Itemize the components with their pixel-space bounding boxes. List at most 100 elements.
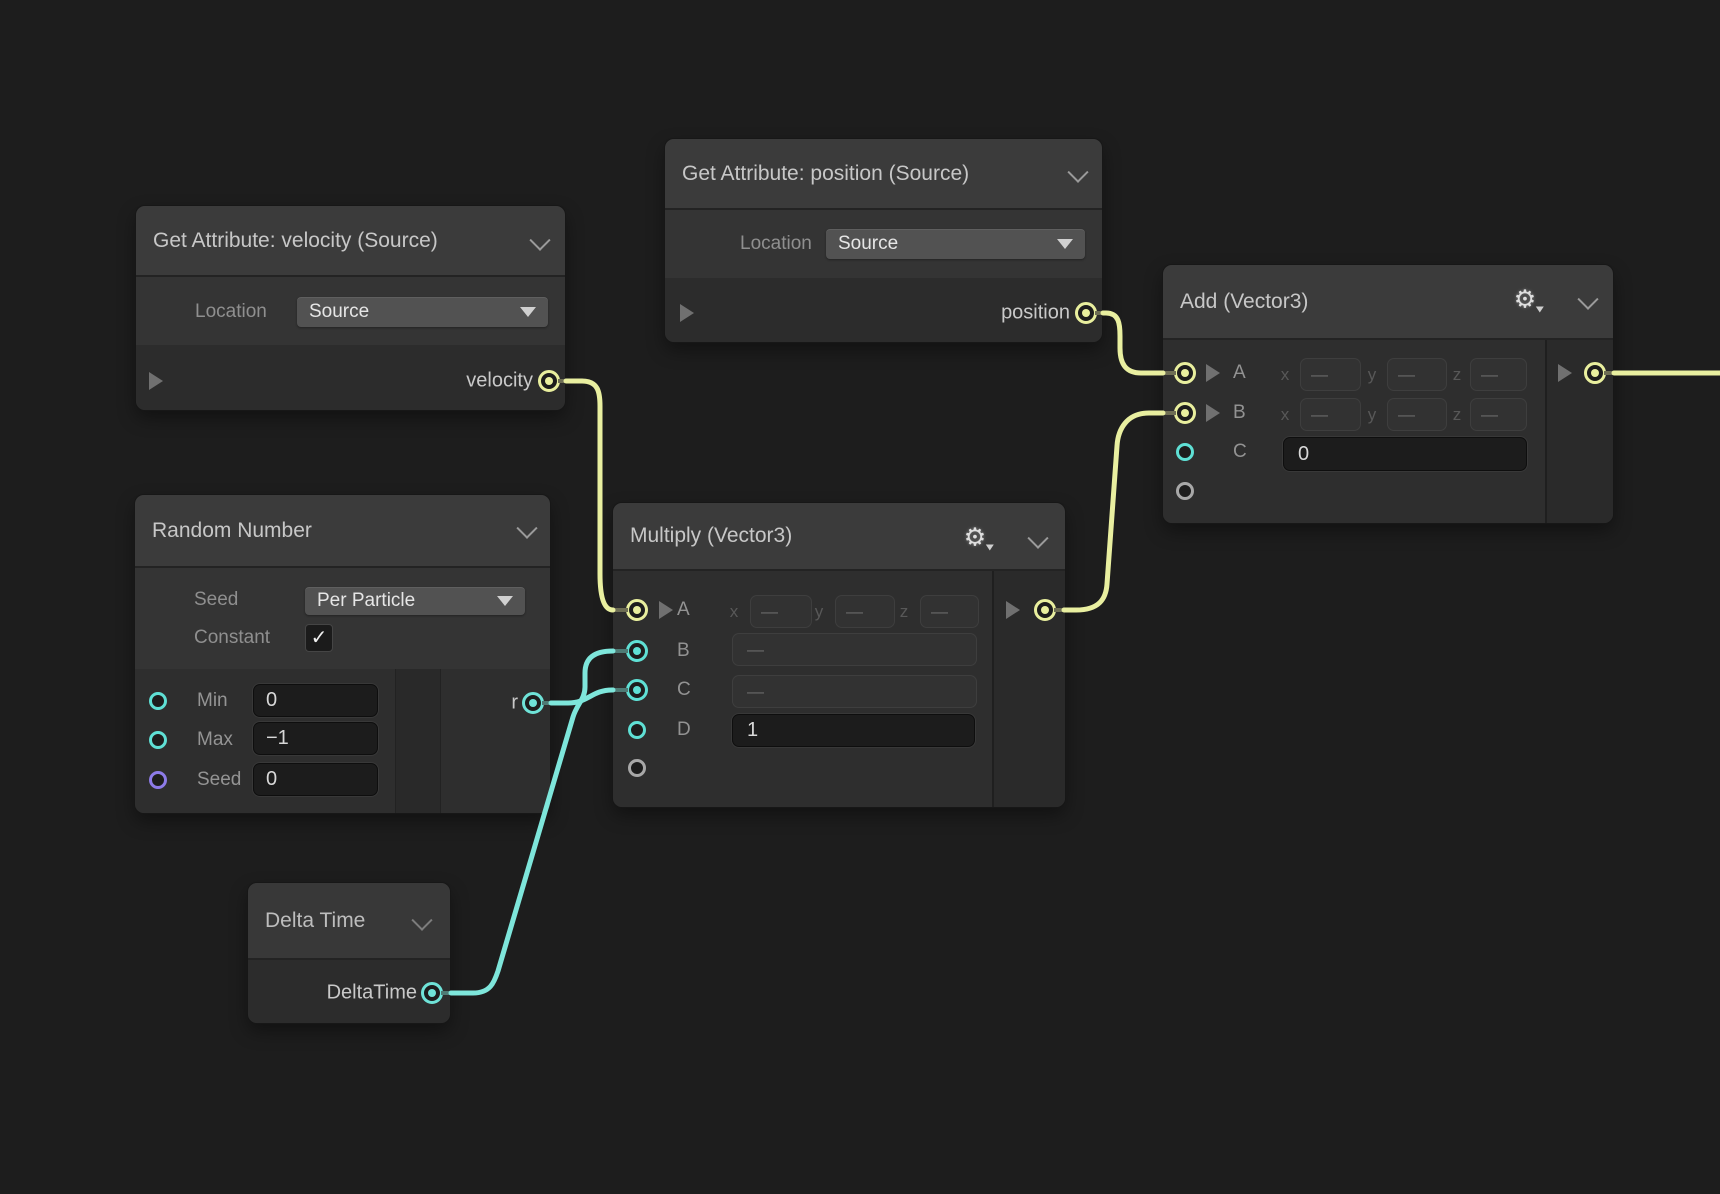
- port-min-input[interactable]: [149, 692, 167, 710]
- port-add-output[interactable]: [1584, 362, 1606, 384]
- node-header[interactable]: Add (Vector3) ⚙: [1163, 265, 1613, 340]
- axis-z-label: z: [1453, 365, 1462, 385]
- output-expand-arrow-icon[interactable]: [1006, 601, 1020, 619]
- port-add-extra-input[interactable]: [1176, 482, 1194, 500]
- port-velocity-output[interactable]: [538, 370, 560, 392]
- axis-x-label: x: [1281, 365, 1290, 385]
- node-header[interactable]: Random Number: [135, 495, 550, 568]
- wire-position-to-add-a[interactable]: [1103, 313, 1163, 373]
- field-dash: —: [747, 682, 764, 702]
- field-dash: —: [1311, 365, 1328, 385]
- node-random-number[interactable]: Random Number Seed Per Particle Constant…: [135, 495, 550, 813]
- axis-x-label: x: [730, 602, 739, 622]
- c-value-field[interactable]: 0: [1283, 437, 1527, 471]
- axis-z-label: z: [900, 602, 909, 622]
- chevron-down-icon[interactable]: [1577, 289, 1598, 310]
- port-multiply-c-input[interactable]: [626, 679, 648, 701]
- node-multiply-vector3[interactable]: Multiply (Vector3) ⚙ A x — y — z — B — C…: [613, 503, 1065, 807]
- port-inner-dot: [1181, 369, 1189, 377]
- wire-velocity-to-multiply-a[interactable]: [566, 381, 613, 610]
- output-expand-arrow-icon[interactable]: [1558, 364, 1572, 382]
- node-add-vector3[interactable]: Add (Vector3) ⚙ A x — y — z — B x — y — …: [1163, 265, 1613, 523]
- vector-y-field: —: [1387, 398, 1447, 431]
- min-label: Min: [197, 690, 228, 712]
- node-get-attribute-velocity[interactable]: Get Attribute: velocity (Source) Locatio…: [136, 206, 565, 410]
- d-value-field[interactable]: 1: [732, 714, 975, 747]
- axis-y-label: y: [1368, 405, 1377, 425]
- port-add-c-input[interactable]: [1176, 443, 1194, 461]
- axis-x-label: x: [1281, 405, 1290, 425]
- node-input-section: A x — y — z — B x — y — z — C 0: [1163, 340, 1613, 523]
- chevron-down-icon[interactable]: [516, 518, 537, 539]
- expand-arrow-icon[interactable]: [1206, 404, 1220, 422]
- chevron-down-icon[interactable]: [529, 230, 550, 251]
- dropdown-arrow-icon: [1057, 239, 1073, 249]
- field-dash: —: [1398, 405, 1415, 425]
- dropdown-arrow-icon: [520, 307, 536, 317]
- port-multiply-output[interactable]: [1034, 599, 1056, 621]
- wire-multiply-out-to-add-b[interactable]: [1064, 413, 1163, 610]
- port-r-output[interactable]: [522, 692, 544, 714]
- port-position-output[interactable]: [1075, 302, 1097, 324]
- node-header[interactable]: Get Attribute: velocity (Source): [136, 206, 565, 277]
- vector-y-field: —: [1387, 358, 1447, 391]
- node-title: Delta Time: [265, 909, 365, 933]
- node-header[interactable]: Delta Time: [248, 883, 450, 960]
- chevron-down-icon[interactable]: [1067, 162, 1088, 183]
- port-seed-input[interactable]: [149, 771, 167, 789]
- node-output-section: velocity: [136, 345, 565, 410]
- port-inner-dot: [529, 699, 537, 707]
- port-multiply-b-input[interactable]: [626, 640, 648, 662]
- dropdown-arrow-icon: [497, 596, 513, 606]
- row-b-label: B: [1233, 402, 1246, 424]
- location-dropdown[interactable]: Source: [297, 297, 548, 327]
- row-b-label: B: [677, 640, 690, 662]
- field-dash: —: [747, 640, 764, 660]
- location-dropdown[interactable]: Source: [826, 229, 1085, 259]
- expand-arrow-icon[interactable]: [149, 372, 163, 390]
- port-multiply-a-input[interactable]: [626, 599, 648, 621]
- seed-mode-dropdown[interactable]: Per Particle: [305, 587, 525, 615]
- max-value-field[interactable]: −1: [253, 722, 378, 755]
- node-delta-time[interactable]: Delta Time DeltaTime: [248, 883, 450, 1023]
- port-inner-dot: [633, 686, 641, 694]
- axis-y-label: y: [1368, 365, 1377, 385]
- node-get-attribute-position[interactable]: Get Attribute: position (Source) Locatio…: [665, 139, 1102, 342]
- row-c-label: C: [1233, 441, 1247, 463]
- node-settings-section: Location Source: [136, 277, 565, 347]
- chevron-down-icon[interactable]: [1027, 528, 1048, 549]
- chevron-down-icon[interactable]: [411, 910, 432, 931]
- port-inner-dot: [1041, 606, 1049, 614]
- port-deltatime-output[interactable]: [421, 982, 443, 1004]
- gear-icon[interactable]: ⚙: [1514, 288, 1536, 313]
- node-header[interactable]: Multiply (Vector3) ⚙: [613, 503, 1065, 571]
- row-a-label: A: [1233, 362, 1246, 384]
- gear-icon[interactable]: ⚙: [964, 526, 986, 551]
- wire-r-to-multiply-c[interactable]: [551, 690, 613, 703]
- node-port-section: Min 0 Max −1 Seed 0 r: [135, 669, 550, 813]
- node-title: Get Attribute: velocity (Source): [153, 229, 438, 253]
- output-port-label: position: [1001, 302, 1070, 325]
- checkmark-icon: ✓: [311, 628, 328, 648]
- vector-x-field: —: [750, 595, 812, 628]
- port-max-input[interactable]: [149, 731, 167, 749]
- node-header[interactable]: Get Attribute: position (Source): [665, 139, 1102, 210]
- field-dash: —: [846, 602, 863, 622]
- node-input-section: A x — y — z — B — C — D 1: [613, 571, 1065, 807]
- output-port-label: DeltaTime: [327, 982, 417, 1005]
- port-add-b-input[interactable]: [1174, 402, 1196, 424]
- port-multiply-d-input[interactable]: [628, 721, 646, 739]
- port-multiply-extra-input[interactable]: [628, 759, 646, 777]
- seed-label: Seed: [197, 769, 241, 791]
- seed-value-field[interactable]: 0: [253, 763, 378, 796]
- port-inner-dot: [633, 606, 641, 614]
- constant-checkbox[interactable]: ✓: [305, 624, 333, 652]
- expand-arrow-icon[interactable]: [680, 304, 694, 322]
- port-add-a-input[interactable]: [1174, 362, 1196, 384]
- node-title: Add (Vector3): [1180, 290, 1308, 314]
- min-value-field[interactable]: 0: [253, 684, 378, 717]
- expand-arrow-icon[interactable]: [659, 601, 673, 619]
- location-dropdown-value: Source: [309, 301, 369, 323]
- expand-arrow-icon[interactable]: [1206, 364, 1220, 382]
